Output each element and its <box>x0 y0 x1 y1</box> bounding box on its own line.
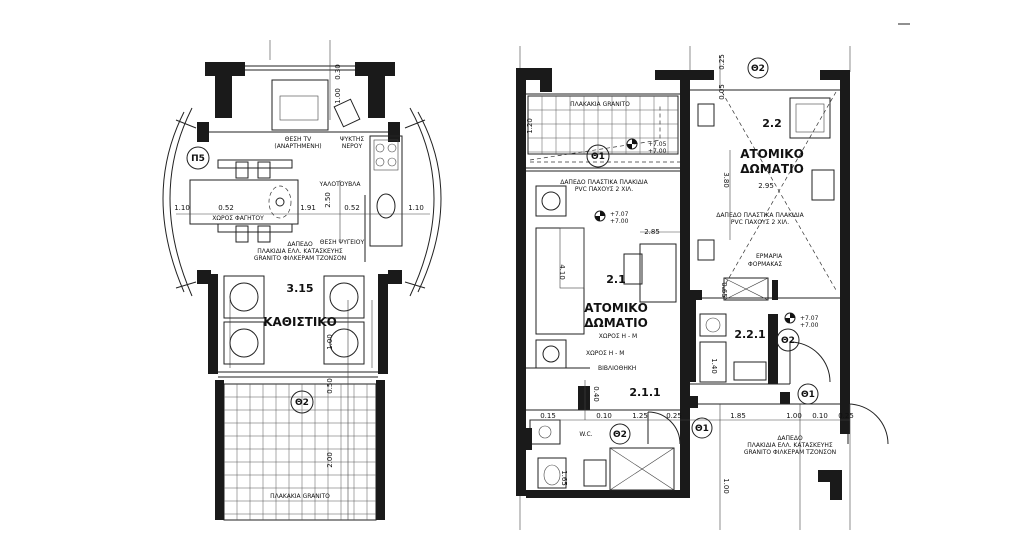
label-floor-left-3: GRANITO ΦΙΛΚΕΡΑΜ ΤΖΟΝΣΟΝ <box>254 255 346 262</box>
label-balcony-tiles: ΠΛΑΚΑΚΙΑ GRANITO <box>270 493 330 500</box>
room-number-221: 2.2.1 <box>734 328 765 341</box>
dim-052-left: 0.52 <box>218 204 234 212</box>
tag-p5: Π5 <box>191 154 205 164</box>
dim-125: 1.25 <box>632 412 648 420</box>
label-pvc-thickness-1: PVC ΠΑΧΟΥΣ 2 ΧΙΛ. <box>575 186 633 193</box>
level-700-a: +7.00 <box>648 148 667 155</box>
label-water-cooler-2: ΝΕΡΟΥ <box>342 143 363 150</box>
room-name-22-line1: ΑΤΟΜΙΚΟ <box>740 147 804 161</box>
label-bookcase: ΒΙΒΛΙΟΘΗΚΗ <box>598 365 636 372</box>
level-marker-2 <box>594 210 606 222</box>
tag-th2-bath: Θ2 <box>781 336 795 346</box>
level-700-c: +7.00 <box>800 322 819 329</box>
room-name-21-line2: ΔΩΜΑΤΙΟ <box>584 316 648 330</box>
label-tv: ΘΕΣΗ TV <box>285 136 312 143</box>
label-floor-right-3: GRANITO ΦΙΛΚΕΡΑΜ ΤΖΟΝΣΟΝ <box>744 449 836 456</box>
label-floor-right-2: ΠΛΑΚΙΔΙΑ ΕΛΛ. ΚΑΤΑΣΚΕΥΗΣ <box>747 442 833 449</box>
room-name-22-line2: ΔΩΜΑΤΙΟ <box>740 162 804 176</box>
dim-285: 2.85 <box>644 228 660 236</box>
dim-410: 4.10 <box>558 264 566 280</box>
label-floor-left-2: ΠΛΑΚΙΔΙΑ ΕΛΛ. ΚΑΤΑΣΚΕΥΗΣ <box>257 248 343 255</box>
dim-040: 0.40 <box>592 386 600 402</box>
label-pvc-floor-2: ΔΑΠΕΔΟ ΠΛΑΣΤΙΚΑ ΠΛΑΚΙΔΙΑ <box>716 212 804 219</box>
room-number-22: 2.2 <box>762 117 782 130</box>
label-wardrobe-1: ΕΡΜΑΡΙΑ <box>756 253 783 260</box>
dim-110-left: 1.10 <box>174 204 190 212</box>
label-wc: W.C. <box>579 431 592 438</box>
dim-100-bottom: 1.00 <box>786 412 802 420</box>
dim-100-vertical: 1.00 <box>722 478 730 494</box>
dim-010-right: 0.10 <box>812 412 828 420</box>
label-dining: ΧΩΡΟΣ ΦΑΓΗΤΟΥ <box>212 215 264 222</box>
level-705: +7.05 <box>648 141 667 148</box>
label-floor-right: ΔΑΠΕΔΟ <box>777 435 803 442</box>
dim-065: 0.65 <box>720 282 728 298</box>
dim-025-top: 0.25 <box>718 54 726 70</box>
label-floor-left: ΔΑΠΕΔΟ <box>287 241 313 248</box>
tag-th1-entry: Θ1 <box>801 390 815 400</box>
dim-110-right: 1.10 <box>408 204 424 212</box>
dim-185: 1.85 <box>730 412 746 420</box>
dim-010-left: 0.10 <box>596 412 612 420</box>
room-number-211: 2.1.1 <box>629 386 660 399</box>
tag-th1-top: Θ1 <box>591 152 605 162</box>
room-number-21: 2.1 <box>606 273 626 286</box>
dim-015: 0.15 <box>540 412 556 420</box>
dim-050: 0.50 <box>326 378 334 394</box>
label-pvc-floor-1: ΔΑΠΕΔΟ ΠΛΑΣΤΙΚΑ ΠΛΑΚΙΔΙΑ <box>560 179 648 186</box>
tag-th1-corridor: Θ1 <box>695 424 709 434</box>
dim-005: 0.05 <box>718 84 726 100</box>
dim-030: 0.30 <box>334 64 342 80</box>
dim-052-right: 0.52 <box>344 204 360 212</box>
label-tiles-granito: ΠΛΑΚΑΚΙΑ GRANITO <box>570 101 630 108</box>
label-pvc-thickness-2: PVC ΠΑΧΟΥΣ 2 ΧΙΛ. <box>731 219 789 226</box>
dim-165: 1.65 <box>560 470 568 486</box>
level-707-b: +7.07 <box>800 315 819 322</box>
label-xoros-hm-1: ΧΩΡΟΣ Η - Μ <box>599 333 637 340</box>
tag-th2-top: Θ2 <box>751 64 765 74</box>
dim-295: 2.95 <box>758 182 774 190</box>
room-number-315: 3.15 <box>286 282 313 295</box>
dim-380: 3.80 <box>722 172 730 188</box>
label-xoros-hm-2: ΧΩΡΟΣ Η - Μ <box>586 350 624 357</box>
level-marker-1 <box>626 138 638 150</box>
label-fridge: ΘΕΣΗ ΨΥΓΕΙΟΥ <box>320 239 365 246</box>
label-water-cooler: ΨΥΚΤΗΣ <box>340 136 364 143</box>
dim-140: 1.40 <box>710 358 718 374</box>
dim-200: 2.00 <box>326 452 334 468</box>
left-plan: Π5 <box>162 40 442 521</box>
level-marker-3 <box>784 312 796 324</box>
dim-250: 2.50 <box>324 192 332 208</box>
label-glass-blocks: ΥΑΛΟΤΟΥΒΛΑ <box>319 181 362 188</box>
room-name-living: ΚΑΘΙΣΤΙΚΟ <box>263 315 337 329</box>
tag-th2-wc: Θ2 <box>613 430 627 440</box>
tag-th2-left: Θ2 <box>295 398 309 408</box>
dim-025-mid: 0.25 <box>666 412 682 420</box>
level-700-b: +7.00 <box>610 218 629 225</box>
label-wardrobe-2: ΦΟΡΜΑΚΑΣ <box>748 261 782 268</box>
dim-191: 1.91 <box>300 204 316 212</box>
right-plan: Θ1 Θ2 <box>516 46 889 530</box>
dim-100-mid: 1.00 <box>326 334 334 350</box>
dim-120: 1.20 <box>526 118 534 134</box>
dim-025-right: 0.25 <box>838 412 854 420</box>
room-name-21-line1: ΑΤΟΜΙΚΟ <box>584 301 648 315</box>
label-tv-hanging: (ΑΝΑΡΤΗΜΕΝΗ) <box>274 143 321 150</box>
dim-100-top: 1.00 <box>334 88 342 104</box>
level-707-a: +7.07 <box>610 211 629 218</box>
